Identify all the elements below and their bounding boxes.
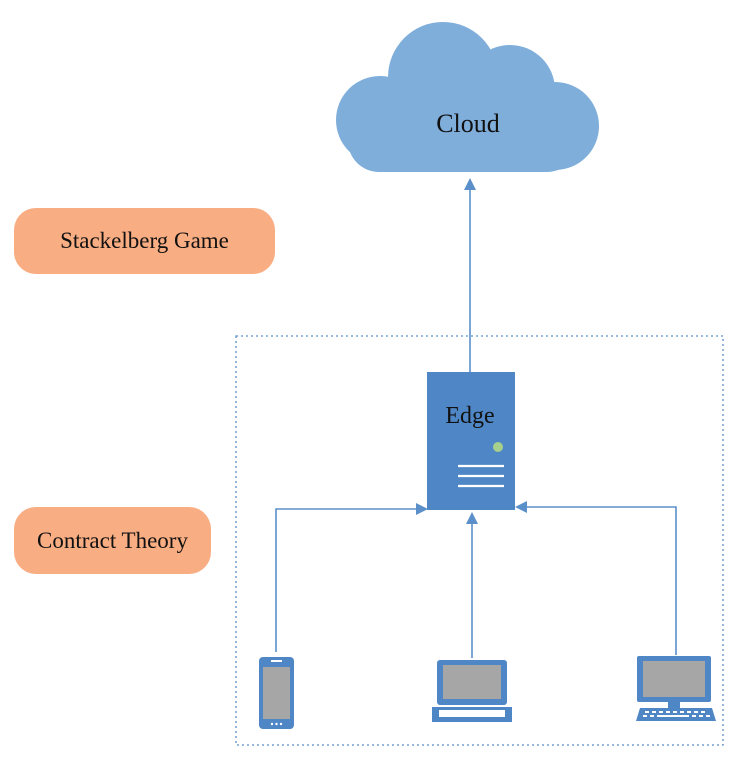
cloud-icon [336, 22, 599, 172]
server-status-light [493, 442, 503, 452]
edge-server-node: Edge [427, 372, 515, 510]
smartphone-icon [259, 657, 294, 729]
cloud-node: Cloud [336, 22, 599, 172]
cloud-label: Cloud [436, 109, 500, 138]
edge-network-boundary [235, 335, 724, 746]
desktop-monitor-icon [636, 656, 716, 721]
smartphone-to-edge-arrow [275, 503, 428, 652]
laptop-icon [432, 660, 512, 722]
contract-theory-label: Contract Theory [14, 507, 211, 574]
desktop-to-edge-arrow [515, 501, 677, 655]
server-vent-icon [458, 464, 504, 488]
stackelberg-game-label: Stackelberg Game [14, 208, 275, 274]
edge-label: Edge [445, 403, 494, 429]
server-icon [427, 372, 515, 510]
connectors [275, 178, 677, 658]
